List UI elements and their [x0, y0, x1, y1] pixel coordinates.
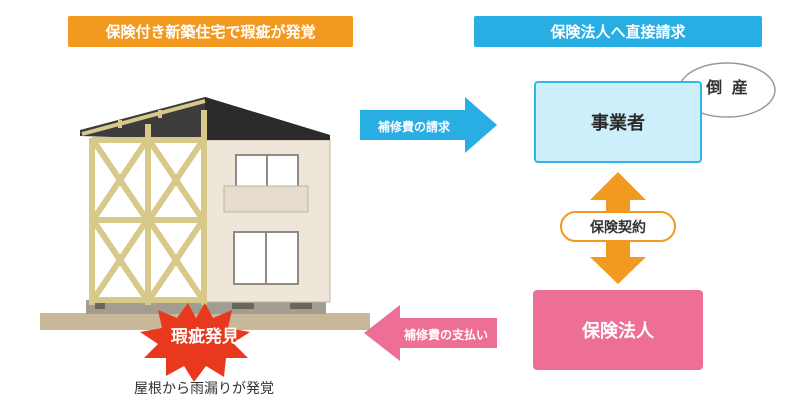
vent: [95, 303, 105, 309]
rafters: [81, 99, 206, 136]
claim-arrow-label: 補修費の請求: [377, 119, 450, 134]
header-right: 保険法人へ直接請求: [474, 16, 762, 47]
operator-box: 事業者: [534, 81, 702, 163]
timber-frame: [89, 110, 207, 305]
insurer-box: 保険法人: [533, 290, 703, 370]
vent: [232, 303, 254, 309]
house-caption: 屋根から雨漏りが発覚: [134, 381, 274, 397]
payment-arrow-shape: [364, 305, 497, 361]
defect-found-text: 瑕疵発見: [171, 327, 239, 347]
contract-pill: 保険契約: [560, 211, 676, 242]
claim-arrow-shape: [360, 97, 497, 153]
vent: [290, 303, 312, 309]
payment-arrow-label: 補修費の支払い: [403, 327, 488, 342]
header-left: 保険付き新築住宅で瑕疵が発覚: [68, 16, 353, 47]
balcony: [223, 185, 309, 213]
bankruptcy-text: 倒 産: [706, 78, 750, 97]
defect-burst-shape: [140, 303, 250, 382]
